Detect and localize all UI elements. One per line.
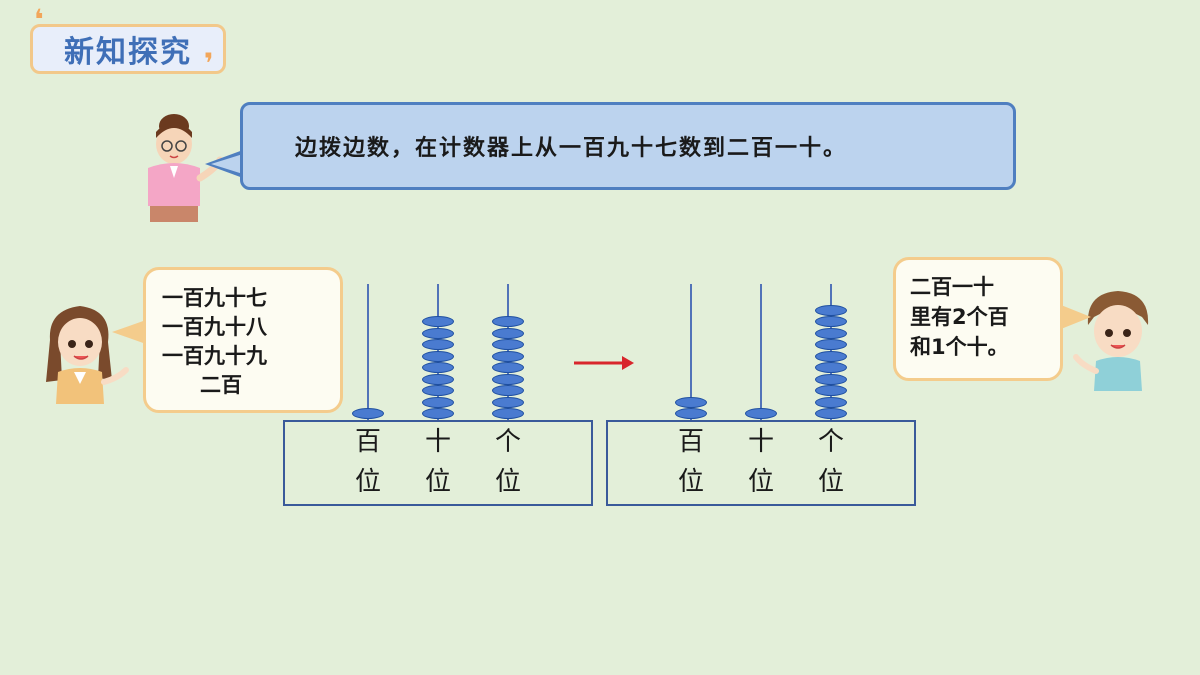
explain-line: 里有2个百 — [910, 305, 1009, 329]
tens-bead[interactable] — [422, 385, 454, 396]
place-label-hundreds: 百位 — [677, 427, 704, 497]
tens-bead[interactable] — [422, 362, 454, 373]
ones-bead[interactable] — [492, 362, 524, 373]
arrow-right-icon — [574, 356, 634, 370]
boy-figure — [1073, 291, 1149, 391]
teacher-prompt: 边拨边数，在计数器上从一百九十七数到二百一十。 — [295, 136, 848, 161]
section-title-tag: 新知探究 — [30, 24, 226, 74]
teacher-speech-bubble: 边拨边数，在计数器上从一百九十七数到二百一十。 — [240, 102, 1016, 190]
place-label-ones: 个位 — [817, 427, 844, 497]
count-line: 一百九十九 — [162, 344, 267, 368]
place-label-ones: 个位 — [494, 427, 521, 497]
ones-bead[interactable] — [492, 385, 524, 396]
ones-bead[interactable] — [815, 304, 847, 316]
tens-bead[interactable] — [745, 408, 777, 419]
tens-bead[interactable] — [422, 327, 454, 339]
ones-bead[interactable] — [492, 339, 524, 350]
tens-bead[interactable] — [422, 373, 454, 385]
hundreds-bead[interactable] — [352, 408, 384, 419]
tens-rod — [760, 284, 762, 420]
ones-bead[interactable] — [492, 350, 524, 362]
ones-bead[interactable] — [815, 316, 847, 327]
count-line: 二百 — [200, 373, 242, 397]
count-line: 一百九十八 — [162, 315, 267, 339]
speech-tail — [112, 320, 146, 344]
hundreds-bead[interactable] — [675, 396, 707, 408]
girl-speech-bubble: 一百九十七 一百九十八 一百九十九 二百 — [143, 267, 343, 413]
explain-line: 二百一十 — [910, 275, 994, 299]
quote-mark-icon: ❜ — [204, 47, 214, 80]
tens-bead[interactable] — [422, 408, 454, 419]
ones-bead[interactable] — [492, 327, 524, 339]
speech-tail — [211, 154, 243, 174]
hundreds-bead[interactable] — [675, 408, 707, 419]
abacus-base: 百位 十位 个位 — [283, 420, 593, 506]
ones-bead[interactable] — [815, 350, 847, 362]
tens-bead[interactable] — [422, 316, 454, 327]
place-label-tens: 十位 — [424, 427, 451, 497]
hundreds-rod — [690, 284, 692, 420]
ones-bead[interactable] — [815, 373, 847, 385]
place-label-tens: 十位 — [747, 427, 774, 497]
ones-bead[interactable] — [492, 408, 524, 419]
hundreds-rod — [367, 284, 369, 420]
ones-bead[interactable] — [492, 373, 524, 385]
girl-figure — [46, 306, 129, 404]
ones-bead[interactable] — [815, 339, 847, 350]
ones-bead[interactable] — [815, 327, 847, 339]
abacus-base: 百位 十位 个位 — [606, 420, 916, 506]
speech-tail — [1061, 305, 1091, 329]
tens-bead[interactable] — [422, 396, 454, 408]
explain-line: 和1个十。 — [910, 335, 1009, 359]
ones-bead[interactable] — [492, 396, 524, 408]
tens-bead[interactable] — [422, 339, 454, 350]
count-line: 一百九十七 — [162, 286, 267, 310]
ones-bead[interactable] — [815, 396, 847, 408]
ones-bead[interactable] — [815, 362, 847, 373]
boy-speech-bubble: 二百一十 里有2个百 和1个十。 — [893, 257, 1063, 381]
section-title: 新知探究 — [64, 35, 192, 70]
place-label-hundreds: 百位 — [354, 427, 381, 497]
ones-bead[interactable] — [815, 408, 847, 419]
tens-bead[interactable] — [422, 350, 454, 362]
quote-mark-icon: ❛ — [34, 3, 44, 36]
ones-bead[interactable] — [492, 316, 524, 327]
ones-bead[interactable] — [815, 385, 847, 396]
